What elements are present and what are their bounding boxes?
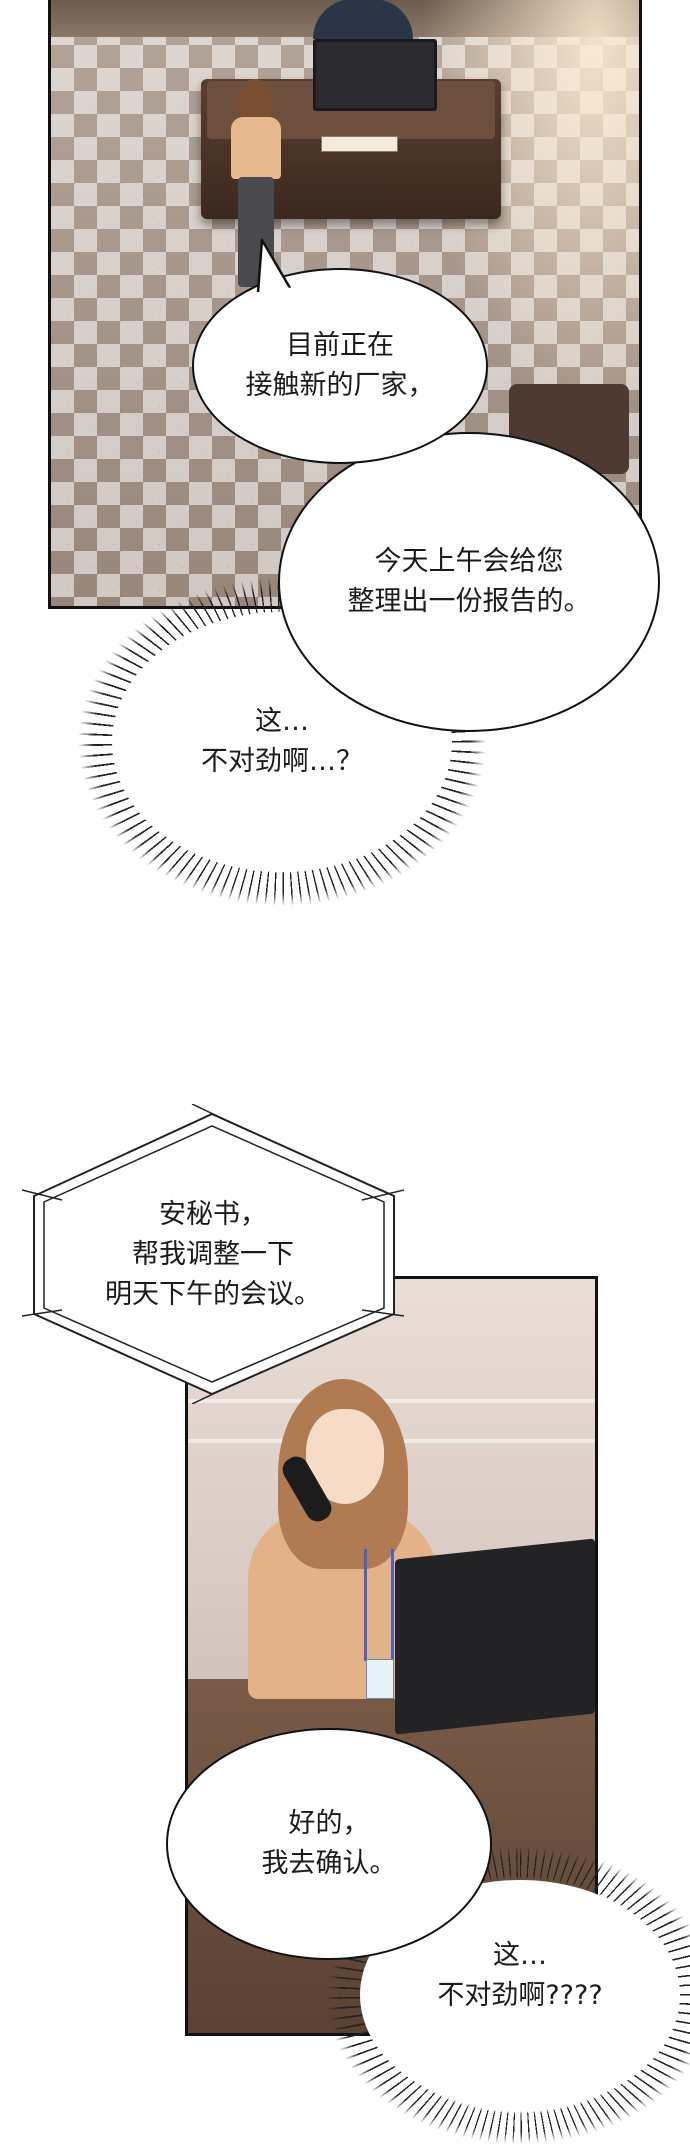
speech-text-reply: 好的， 我去确认。 [261,1808,397,1879]
speech-text-report: 今天上午会给您 整理出一份报告的。 [347,546,591,617]
speech-bubble-contact-vendor: 目前正在 接触新的厂家， [192,268,488,464]
hexagon-caption-frame [22,1104,404,1404]
boss-figure [313,0,413,39]
speech-bubble-reply: 好的， 我去确认。 [166,1728,492,1960]
secretary-blouse [231,117,281,179]
speech-text-contact-vendor: 目前正在 接触新的厂家， [245,330,435,401]
speech-tail-1 [256,238,292,297]
thought-text-1: 这… 不对劲啊…？ [201,706,363,777]
caption-request-text: 安秘书， 帮我调整一下 明天下午的会议。 [105,1199,321,1310]
secretary-hair [238,79,272,123]
lanyard [364,1549,394,1661]
secretary-monitor [395,1538,595,1735]
id-badge-icon [366,1659,394,1699]
wall-stripe [188,1399,595,1403]
caption-request: 安秘书， 帮我调整一下 明天下午的会议。 [60,1160,366,1350]
desk-monitor [313,39,437,111]
desk-nameplate [321,136,398,152]
thought-text-2: 这… 不对劲啊???? [437,1940,603,2011]
secretary-back-figure [226,79,286,289]
speech-bubble-report: 今天上午会给您 整理出一份报告的。 [278,432,660,732]
